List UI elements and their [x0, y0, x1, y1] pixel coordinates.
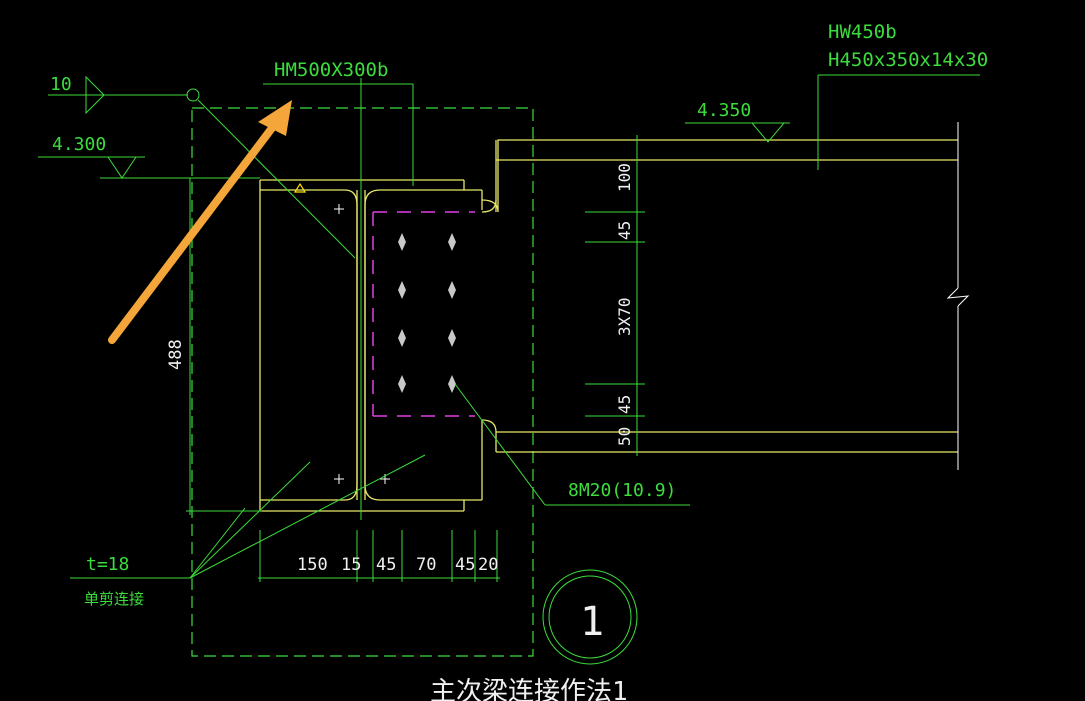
dim-bottom: 20 [478, 555, 498, 575]
elevation-right: 4.350 [697, 100, 751, 121]
main-beam-section [259, 139, 958, 512]
bolt-group [398, 233, 456, 393]
dim-vertical: 100 [615, 163, 634, 192]
dim-bottom: 45 [455, 555, 475, 575]
secondary-beam-size: H450x350x14x30 [828, 49, 988, 71]
bolt [398, 375, 406, 393]
weld-symbol-icon [293, 182, 307, 193]
bolt [398, 233, 406, 251]
dim-vertical: 45 [615, 221, 634, 240]
bolt [448, 375, 456, 393]
connection-type-label: 单剪连接 [84, 590, 144, 608]
height-dimension: 488 [166, 339, 186, 370]
dim-vertical: 3X70 [615, 297, 634, 336]
bolt [398, 281, 406, 299]
weld-size-label: 10 [50, 74, 72, 95]
pointer-arrow-icon [108, 100, 292, 344]
dim-vertical: 50 [615, 427, 634, 446]
dim-bottom: 45 [376, 555, 396, 575]
bolt [448, 233, 456, 251]
bolt-spec-label: 8M20(10.9) [568, 480, 676, 501]
bolt [448, 329, 456, 347]
dim-bottom: 150 [297, 555, 328, 575]
detail-boundary [191, 107, 534, 657]
dim-bottom: 15 [341, 555, 361, 575]
bolt [448, 281, 456, 299]
shear-plate [372, 211, 475, 417]
elevation-left: 4.300 [52, 134, 106, 155]
dim-bottom: 70 [416, 555, 436, 575]
bolt [398, 329, 406, 347]
break-line [946, 122, 970, 470]
plate-thickness-label: t=18 [86, 554, 129, 575]
dim-vertical: 45 [615, 395, 634, 414]
secondary-beam-label: HW450b [828, 21, 897, 43]
drawing-caption: 主次梁连接作法1 [430, 677, 628, 701]
main-beam-label: HM500X300b [274, 59, 388, 81]
center-marks [334, 204, 390, 484]
detail-number: 1 [580, 599, 604, 645]
